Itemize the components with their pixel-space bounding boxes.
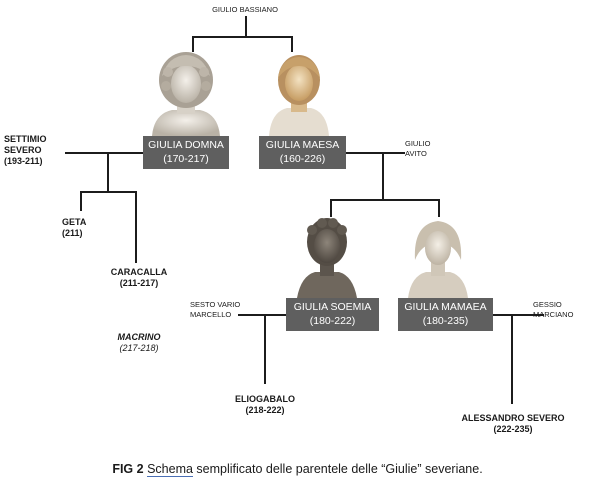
- label-geta: GETA (211): [62, 217, 102, 239]
- connector-line: [438, 199, 440, 217]
- label-eliogabalo: ELIOGABALO (218-222): [228, 394, 302, 416]
- person-name: MARCIANO: [533, 310, 574, 319]
- connector-line: [492, 314, 544, 316]
- label-alessandro-severo: ALESSANDRO SEVERO (222-235): [448, 413, 578, 435]
- label-sesto-vario-marcello: SESTO VARIO MARCELLO: [190, 300, 250, 320]
- person-dates: (180-235): [422, 315, 469, 327]
- person-dates: (218-222): [245, 405, 285, 415]
- person-name: ELIOGABALO: [235, 394, 295, 404]
- person-name: CARACALLA: [110, 267, 168, 277]
- caption-underlined-word: Schema: [147, 462, 193, 477]
- connector-line: [80, 191, 136, 193]
- connector-line: [65, 152, 145, 154]
- connector-line: [238, 314, 288, 316]
- person-dates: (222-235): [493, 424, 533, 434]
- connector-line: [291, 36, 293, 52]
- connector-line: [192, 36, 292, 38]
- connector-line: [264, 314, 266, 384]
- name-box-giulia-domna: GIULIA DOMNA (170-217): [143, 136, 229, 169]
- label-giulio-bassiano: GIULIO BASSIANO: [185, 5, 305, 15]
- person-dates: (211): [62, 228, 83, 238]
- person-dates: (160-226): [279, 153, 326, 165]
- person-dates: (180-222): [309, 315, 356, 327]
- person-name: SESTO VARIO: [190, 300, 241, 309]
- connector-line: [511, 314, 513, 404]
- person-name: SEVERO: [4, 145, 42, 155]
- name-box-giulia-mamaea: GIULIA MAMAEA (180-235): [398, 298, 493, 331]
- connector-line: [135, 191, 137, 263]
- person-name: GIULIA SOEMIA: [293, 301, 372, 313]
- label-macrino: MACRINO (217-218): [108, 332, 170, 354]
- label-caracalla: CARACALLA (211-217): [104, 267, 174, 289]
- person-dates: (170-217): [163, 153, 209, 165]
- person-name: SETTIMIO: [4, 134, 47, 144]
- connector-line: [80, 191, 82, 211]
- person-dates: (211-217): [119, 278, 159, 288]
- figure-caption: FIG 2 Schema semplificato delle parentel…: [0, 462, 595, 477]
- name-box-giulia-soemia: GIULIA SOEMIA (180-222): [286, 298, 379, 331]
- connector-line: [382, 152, 384, 200]
- person-name: GIULIO: [405, 139, 431, 148]
- person-dates: (193-211): [4, 156, 43, 166]
- portrait-bust-maesa: [269, 55, 329, 136]
- person-name: GIULIA DOMNA: [148, 139, 224, 151]
- portrait-bust-domna: [152, 52, 220, 136]
- person-name: GIULIO BASSIANO: [212, 5, 278, 14]
- person-name: GETA: [62, 217, 87, 227]
- label-giulio-avito: GIULIO AVITO: [405, 139, 455, 159]
- person-name: AVITO: [405, 149, 427, 158]
- connector-line: [330, 199, 332, 217]
- person-name: GIULIA MAESA: [265, 139, 340, 151]
- person-name: MACRINO: [117, 332, 161, 342]
- connector-line: [345, 152, 405, 154]
- caption-text: semplificato delle parentele delle “Giul…: [192, 462, 483, 476]
- connector-line: [330, 199, 439, 201]
- person-name: GIULIA MAMAEA: [404, 301, 487, 313]
- label-gessio-marciano: GESSIO MARCIANO: [533, 300, 593, 320]
- person-name: MARCELLO: [190, 310, 232, 319]
- person-name: GESSIO: [533, 300, 562, 309]
- portrait-bust-soemia: [297, 218, 357, 298]
- label-settimio-severo: SETTIMIO SEVERO (193-211): [4, 134, 66, 167]
- figure-label: FIG 2: [112, 462, 144, 476]
- name-box-giulia-maesa: GIULIA MAESA (160-226): [259, 136, 346, 169]
- connector-line: [107, 152, 109, 192]
- person-name: ALESSANDRO SEVERO: [461, 413, 565, 423]
- connector-line: [192, 36, 194, 52]
- portrait-bust-mamaea: [408, 221, 468, 298]
- connector-line: [245, 16, 247, 37]
- person-dates: (217-218): [119, 343, 159, 353]
